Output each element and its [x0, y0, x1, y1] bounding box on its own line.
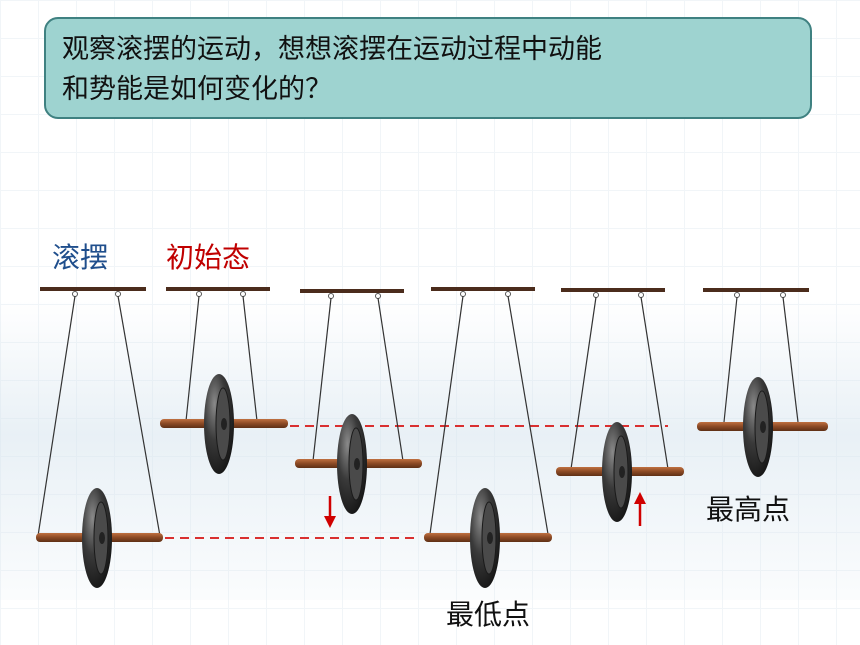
question-line-1: 观察滚摆的运动，想想滚摆在运动过程中动能 — [62, 34, 602, 65]
down-arrow-icon — [324, 496, 336, 528]
pendulum-5 — [556, 288, 684, 522]
pendulum-2 — [160, 287, 288, 474]
pendulum-label: 滚摆 — [52, 241, 108, 274]
pendulum-1 — [36, 287, 163, 588]
question-line-2: 和势能是如何变化的？ — [62, 74, 332, 105]
pendulum-6 — [697, 288, 828, 477]
initial-state-label: 初始态 — [166, 241, 250, 274]
pendulum-4 — [424, 287, 552, 588]
background-skyline — [0, 300, 860, 600]
up-arrow-icon — [634, 492, 646, 526]
pendulum-3 — [295, 289, 422, 514]
highest-point-label: 最高点 — [706, 493, 790, 526]
question-box: 观察滚摆的运动，想想滚摆在运动过程中动能 和势能是如何变化的？ — [44, 17, 812, 119]
lowest-point-label: 最低点 — [446, 598, 530, 631]
